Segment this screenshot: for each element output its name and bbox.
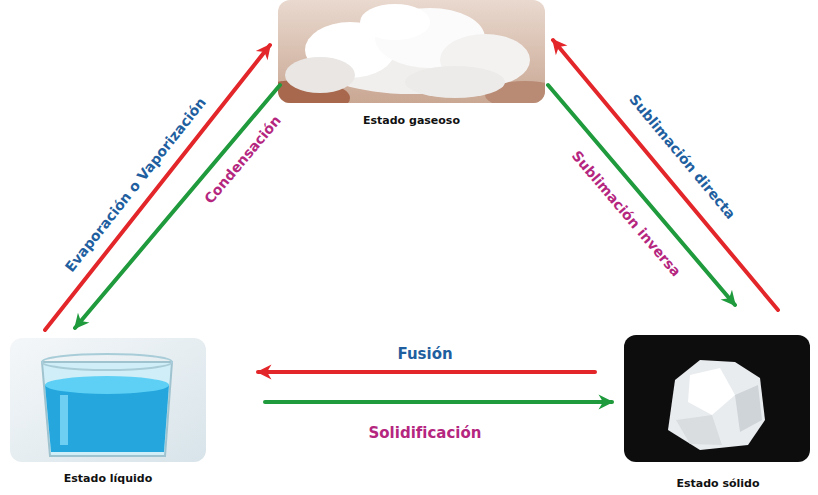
- smoke-cloud: [285, 57, 355, 93]
- state-caption: Estado líquido: [10, 472, 206, 486]
- transition-arrow: [265, 400, 612, 404]
- glass: [42, 362, 172, 456]
- crystal: [668, 360, 765, 450]
- state-caption: Estado sólido: [624, 477, 812, 491]
- state-caption: Estado gaseoso: [278, 114, 545, 128]
- transition-label: Evaporación o Vaporización: [63, 95, 210, 275]
- glass-reflection: [60, 395, 68, 445]
- blue-liquid: [45, 385, 169, 452]
- solid-photo: [624, 335, 810, 462]
- smoke-cloud: [405, 66, 505, 98]
- transition-arrow: [258, 370, 595, 374]
- crystal-facet: [735, 385, 762, 432]
- liquid-photo: [10, 338, 206, 462]
- smoke-cloud: [360, 4, 430, 40]
- gas-photo: [278, 0, 545, 103]
- state-node: Estado líquido: [10, 336, 206, 490]
- crystal-facet: [688, 368, 735, 415]
- solid-photo-ground: [624, 335, 810, 462]
- liquid-photo-ground: [10, 338, 206, 462]
- transition-arrow: [45, 45, 270, 330]
- transition-arrow: [553, 40, 778, 310]
- crystal-facet: [676, 415, 722, 445]
- state-node: Estado gaseoso: [278, 2, 545, 132]
- transition-label: Solidificación: [369, 425, 482, 442]
- transition-label: Sublimación directa: [626, 92, 738, 222]
- transition-label: Sublimación inversa: [569, 148, 684, 279]
- glass-rim: [42, 354, 172, 370]
- transition-label: Fusión: [397, 346, 452, 363]
- liquid-surface: [45, 376, 169, 394]
- state-node: Estado sólido: [624, 334, 812, 495]
